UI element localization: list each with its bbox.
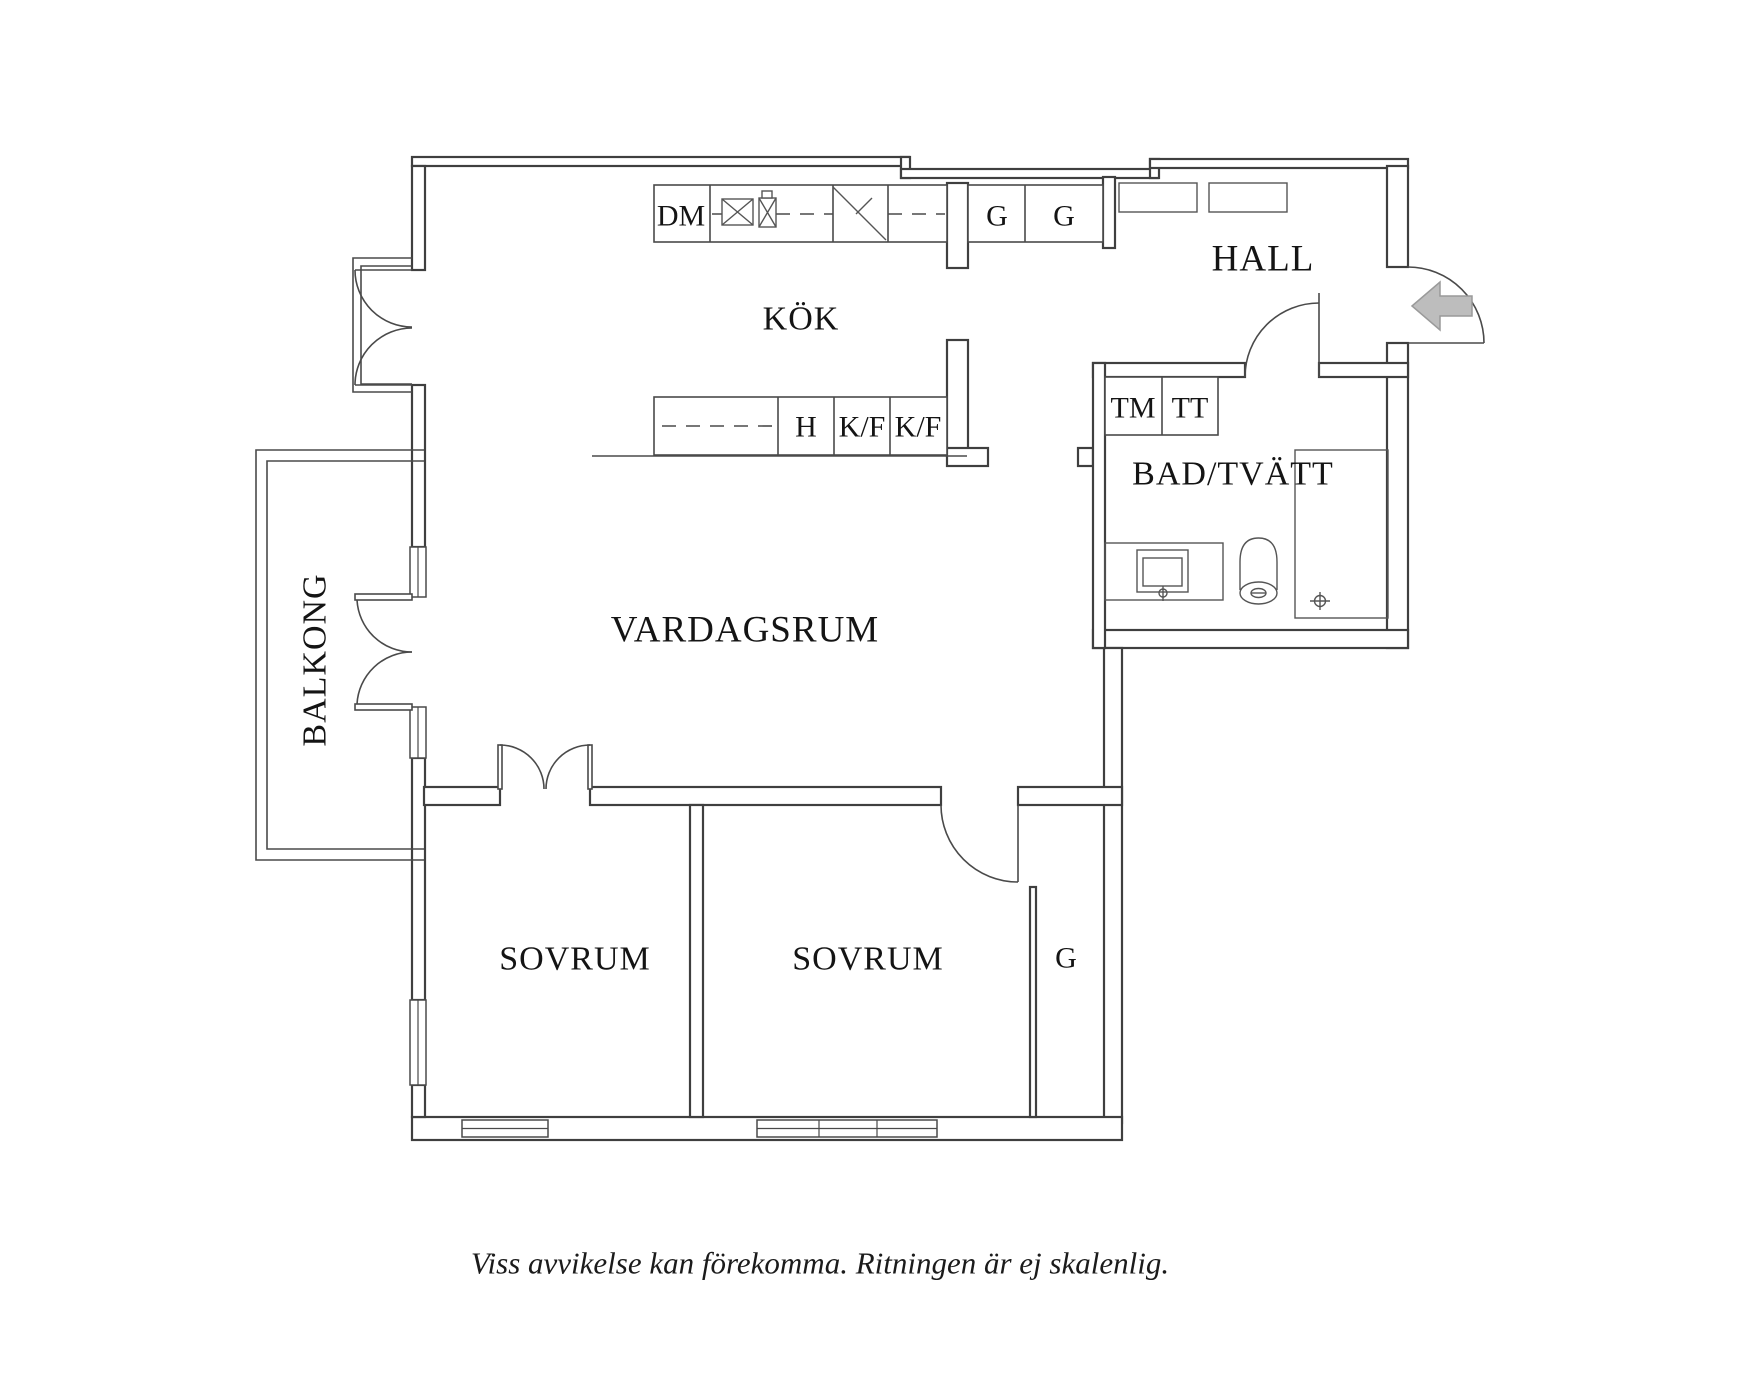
hall-shelves	[1118, 182, 1288, 213]
hall-wardrobes-top	[967, 184, 1104, 243]
label-wardrobe-hall-2: G	[1053, 200, 1075, 233]
bedroom-left-double-door	[497, 744, 593, 790]
room-label-kok: KÖK	[763, 301, 840, 338]
washbasin-icon	[1104, 542, 1224, 601]
label-washing-machine: TM	[1111, 392, 1156, 425]
toilet-icon	[1239, 537, 1278, 605]
entrance-door	[1407, 266, 1485, 344]
balcony-large	[255, 449, 424, 861]
kitchen-counter-lower	[592, 396, 967, 457]
room-label-sovrum-left: SOVRUM	[499, 941, 650, 978]
label-tumble-dryer: TT	[1172, 392, 1209, 425]
window-living-upper	[409, 546, 427, 598]
window-bedroom-right-bottom	[756, 1119, 938, 1138]
kitchen-counter-top	[653, 184, 948, 243]
balcony-doors	[354, 593, 413, 711]
doors	[354, 266, 1485, 883]
windows	[409, 546, 938, 1138]
label-wardrobe-hall-1: G	[986, 200, 1008, 233]
room-label-vardagsrum: VARDAGSRUM	[611, 610, 879, 651]
room-label-hall: HALL	[1212, 239, 1315, 280]
sink-icon	[721, 190, 777, 228]
french-balcony	[352, 257, 412, 393]
shower-icon	[1294, 449, 1389, 619]
disclaimer-caption: Viss avvikelse kan förekomma. Ritningen …	[471, 1246, 1169, 1281]
entry-arrow-icon	[1410, 280, 1473, 332]
walls	[410, 155, 1410, 1142]
window-bedroom-left-bottom	[461, 1119, 549, 1138]
label-wardrobe-bedroom: G	[1055, 942, 1077, 975]
stove-icon	[832, 186, 887, 241]
window-living-lower	[409, 706, 427, 759]
label-tall-cabinet: H	[795, 411, 817, 444]
room-label-balkong: BALKONG	[297, 573, 334, 746]
bedroom-right-door	[940, 804, 1019, 883]
bathroom-door	[1244, 293, 1320, 378]
laundry-machines	[1104, 376, 1219, 436]
label-fridge-freezer-1: K/F	[839, 411, 886, 444]
room-label-bad-tvatt: BAD/TVÄTT	[1132, 456, 1334, 493]
label-fridge-freezer-2: K/F	[895, 411, 942, 444]
label-dishwasher: DM	[657, 200, 705, 233]
room-label-sovrum-right: SOVRUM	[792, 941, 943, 978]
french-balcony-doors	[354, 269, 413, 386]
window-bedroom-left-side	[409, 999, 427, 1086]
